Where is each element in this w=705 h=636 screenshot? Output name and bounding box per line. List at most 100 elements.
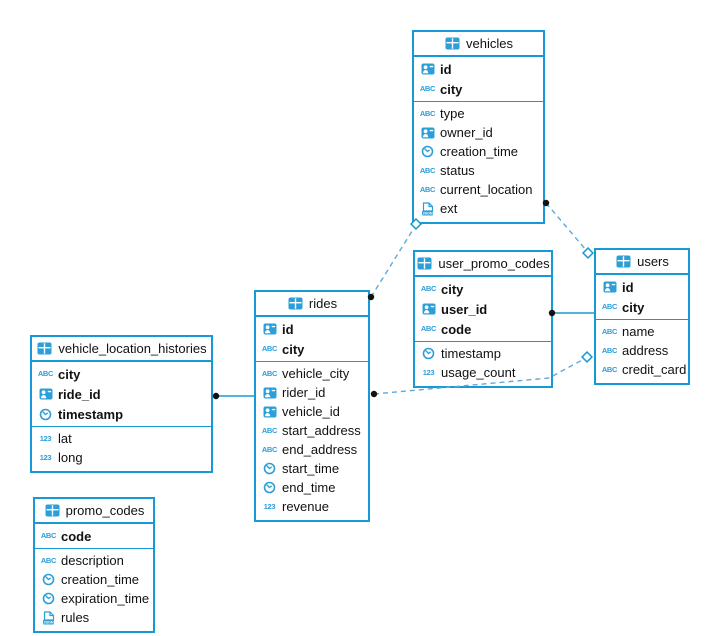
table-icon [615,255,632,268]
column-label: city [622,299,645,315]
abc-icon: ABC [419,84,436,94]
column-row-expiration_time: expiration_time [35,589,153,608]
id-badge-icon [601,281,618,293]
column-label: end_time [282,480,336,495]
column-label: start_time [282,461,340,476]
column-label: code [61,528,92,544]
clock-icon [419,145,436,158]
id-badge-icon [261,387,278,399]
column-label: city [440,81,463,97]
column-label: type [440,106,465,121]
table-header[interactable]: vehicles [414,32,543,57]
column-label: ride_id [58,386,101,402]
column-row-id: id [596,277,688,297]
abc-icon: ABC [601,345,618,355]
table-icon [44,504,61,517]
column-row-rules: JSON rules [35,608,153,627]
column-label: rules [61,610,90,625]
abc-icon: ABC [419,165,436,175]
column-row-id: id [414,59,543,79]
column-label: status [440,163,475,178]
column-label: id [440,61,452,77]
column-label: end_address [282,442,358,457]
column-row-vehicle_id: vehicle_id [256,402,368,421]
id-badge-icon [261,406,278,418]
column-label: timestamp [58,406,124,422]
abc-icon: ABC [419,184,436,194]
abc-icon: ABC [261,425,278,435]
abc-icon: ABC [40,555,57,565]
svg-text:JSON: JSON [43,620,54,624]
column-row-type: ABC type [414,104,543,123]
num-icon: 123 [39,452,52,462]
column-row-ride_id: ride_id [32,384,211,404]
json-icon: JSON [419,201,436,216]
column-row-end_time: end_time [256,478,368,497]
table-header[interactable]: user_promo_codes [415,252,551,277]
column-label: credit_card [622,362,687,377]
abc-icon: ABC [601,302,618,312]
column-label: city [441,281,464,297]
table-header[interactable]: promo_codes [35,499,153,524]
table-icon [444,37,461,50]
column-label: city [282,341,305,357]
table-title: users [637,254,669,269]
connection-vehicles-users [545,202,587,251]
table-header[interactable]: vehicle_location_histories [32,337,211,362]
column-label: long [58,450,83,465]
column-row-rider_id: rider_id [256,383,368,402]
abc-icon: ABC [420,324,437,334]
clock-icon [420,347,437,360]
column-label: revenue [282,499,329,514]
abc-icon: ABC [419,108,436,118]
column-label: user_id [441,301,488,317]
num-icon: 123 [39,433,52,443]
one-side-diamond-marker [581,246,595,260]
column-row-creation_time: creation_time [35,570,153,589]
table-title: vehicle_location_histories [58,341,207,356]
column-label: id [622,279,634,295]
table-title: rides [308,296,338,311]
column-row-description: ABC description [35,551,153,570]
column-label: rider_id [282,385,326,400]
column-row-start_time: start_time [256,459,368,478]
column-row-creation_time: creation_time [414,142,543,161]
column-row-id: id [256,319,368,339]
column-label: creation_time [440,144,519,159]
column-row-city: ABC city [596,297,688,317]
column-label: city [58,366,81,382]
clock-icon [261,481,278,494]
abc-icon: ABC [261,344,278,354]
table-icon [416,257,433,270]
column-label: address [622,343,669,358]
column-row-city: ABC city [414,79,543,99]
column-row-user_id: user_id [415,299,551,319]
id-badge-icon [37,388,54,400]
table-icon [287,297,304,310]
column-label: vehicle_city [282,366,350,381]
table-header[interactable]: users [596,250,688,275]
table-header[interactable]: rides [256,292,368,317]
column-label: description [61,553,124,568]
column-label: id [282,321,294,337]
table-title: user_promo_codes [438,256,550,271]
